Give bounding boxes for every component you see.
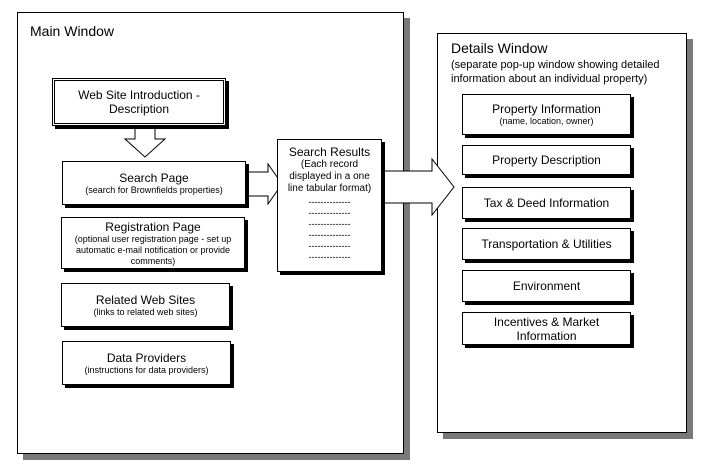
registration-page-title: Registration Page (105, 219, 201, 234)
related-sites-title: Related Web Sites (95, 292, 196, 307)
data-providers-box: Data Providers (instructions for data pr… (62, 341, 231, 385)
related-sites-box: Related Web Sites (links to related web … (61, 283, 230, 327)
record-placeholder-5: -------------- (308, 241, 351, 251)
transportation-utilities-box: Transportation & Utilities (462, 228, 631, 260)
search-page-subtitle: (search for Brownfields properties) (85, 184, 223, 195)
record-placeholder-4: -------------- (308, 230, 351, 240)
environment-title: Environment (512, 279, 581, 293)
data-providers-title: Data Providers (106, 350, 187, 365)
property-description-box: Property Description (462, 145, 631, 175)
main-window-title: Main Window (30, 23, 115, 39)
property-information-box: Property Information (name, location, ow… (462, 94, 631, 135)
tax-deed-title: Tax & Deed Information (483, 196, 610, 210)
transportation-utilities-title: Transportation & Utilities (481, 237, 612, 251)
down-arrow (123, 126, 167, 158)
search-page-title: Search Page (119, 170, 189, 185)
search-page-box: Search Page (search for Brownfields prop… (62, 161, 246, 205)
arrow-to-details (380, 158, 455, 216)
data-providers-subtitle: (instructions for data providers) (84, 364, 209, 375)
record-placeholder-3: -------------- (308, 219, 351, 229)
property-information-title: Property Information (492, 102, 601, 116)
environment-box: Environment (462, 270, 631, 302)
search-results-title: Search Results (288, 145, 371, 159)
record-placeholder-6: -------------- (308, 252, 351, 262)
search-results-record-list: -------------- -------------- ----------… (309, 197, 351, 263)
property-description-title: Property Description (492, 153, 601, 167)
related-sites-subtitle: (links to related web sites) (93, 306, 198, 317)
intro-box: Web Site Introduction - Description (52, 78, 226, 126)
search-results-subtitle: (Each record displayed in a one line tab… (287, 159, 372, 194)
incentives-market-title: Incentives & Market Information (493, 314, 600, 343)
record-placeholder-2: -------------- (308, 208, 351, 218)
property-information-subtitle: (name, location, owner) (499, 116, 594, 126)
registration-page-subtitle: (optional user registration page - set u… (74, 233, 232, 266)
search-results-box: Search Results (Each record displayed in… (277, 139, 382, 272)
details-window-subtitle: (separate pop-up window showing detailed… (451, 59, 660, 85)
tax-deed-box: Tax & Deed Information (462, 187, 631, 219)
incentives-market-box: Incentives & Market Information (462, 312, 631, 345)
record-placeholder-1: -------------- (308, 197, 351, 207)
intro-text: Web Site Introduction - Description (78, 88, 200, 116)
registration-page-box: Registration Page (optional user registr… (61, 217, 245, 269)
details-window-title: Details Window (451, 40, 548, 56)
